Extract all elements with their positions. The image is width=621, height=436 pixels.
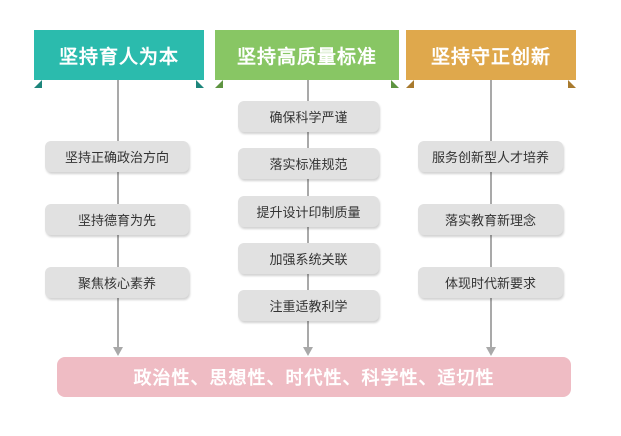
list-item: 落实教育新理念 bbox=[418, 204, 563, 235]
item-label: 坚持德育为先 bbox=[77, 214, 156, 229]
item-label: 落实标准规范 bbox=[269, 158, 348, 173]
item-label: 服务创新型人才培养 bbox=[431, 151, 549, 166]
list-item: 确保科学严谨 bbox=[238, 101, 379, 132]
item-label: 体现时代新要求 bbox=[444, 277, 536, 292]
arrow-down-icon bbox=[303, 347, 313, 356]
ribbon-fold-right bbox=[196, 80, 204, 88]
list-item: 服务创新型人才培养 bbox=[418, 141, 563, 172]
column-title: 坚持高质量标准 bbox=[236, 45, 377, 68]
list-item: 加强系统关联 bbox=[238, 243, 379, 274]
item-label: 提升设计印制质量 bbox=[256, 206, 361, 221]
list-item: 体现时代新要求 bbox=[418, 267, 563, 298]
column-header-3: 坚持守正创新 bbox=[406, 30, 576, 80]
ribbon-fold-left bbox=[406, 80, 414, 88]
list-item: 聚焦核心素养 bbox=[45, 267, 189, 298]
item-label: 落实教育新理念 bbox=[444, 214, 536, 229]
column-header-1: 坚持育人为本 bbox=[34, 30, 204, 80]
column-title: 坚持守正创新 bbox=[430, 45, 551, 68]
item-label: 注重适教利学 bbox=[269, 300, 348, 315]
list-item: 落实标准规范 bbox=[238, 148, 379, 179]
arrow-down-icon bbox=[486, 347, 496, 356]
column-title: 坚持育人为本 bbox=[58, 45, 179, 68]
item-label: 加强系统关联 bbox=[269, 253, 348, 268]
ribbon-fold-left bbox=[215, 80, 223, 88]
item-label: 聚焦核心素养 bbox=[77, 277, 156, 292]
ribbon-fold-right bbox=[568, 80, 576, 88]
item-label: 坚持正确政治方向 bbox=[64, 151, 169, 166]
column-header-2: 坚持高质量标准 bbox=[215, 30, 399, 80]
summary-banner: 政治性、思想性、时代性、科学性、适切性 bbox=[57, 357, 571, 397]
ribbon-fold-left bbox=[34, 80, 42, 88]
list-item: 坚持正确政治方向 bbox=[45, 141, 189, 172]
ribbon-fold-right bbox=[391, 80, 399, 88]
list-item: 坚持德育为先 bbox=[45, 204, 189, 235]
item-label: 确保科学严谨 bbox=[269, 111, 348, 126]
banner-text: 政治性、思想性、时代性、科学性、适切性 bbox=[133, 368, 495, 389]
list-item: 注重适教利学 bbox=[238, 290, 379, 321]
list-item: 提升设计印制质量 bbox=[238, 196, 379, 227]
arrow-down-icon bbox=[113, 347, 123, 356]
